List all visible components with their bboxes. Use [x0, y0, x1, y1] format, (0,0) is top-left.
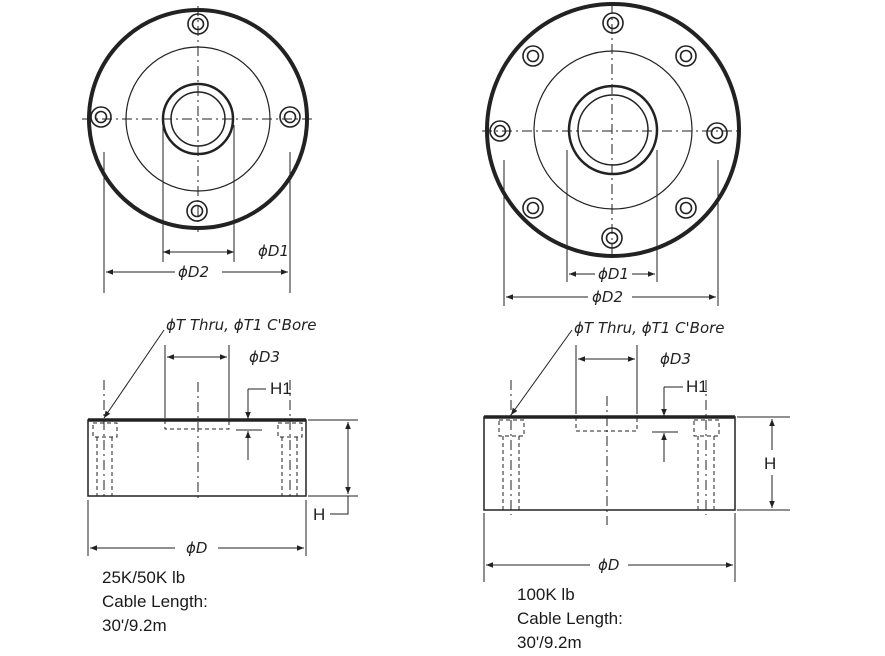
left-d1-dimension [162, 125, 235, 262]
left-body-outline [87, 419, 307, 497]
right-counterbores [498, 417, 720, 510]
right-model-text: 100K lb [517, 585, 575, 604]
right-h-label: H [764, 454, 776, 473]
right-side-centerlines [510, 380, 707, 525]
left-top-view [82, 6, 316, 293]
right-caption: 100K lb Cable Length: 30'/9.2m [517, 583, 623, 655]
left-model-text: 25K/50K lb [102, 568, 186, 587]
left-d2-dimension [103, 152, 291, 293]
right-cable-label: Cable Length: [517, 609, 623, 628]
left-h-dimension [308, 419, 358, 515]
left-centerlines [82, 6, 316, 232]
left-counterbores [92, 420, 303, 496]
right-d2-label: ϕD2 [592, 288, 623, 306]
right-centerlines [482, 4, 740, 256]
right-d-label: ϕD [598, 556, 619, 574]
right-bolt-holes [489, 12, 728, 249]
right-thru-label: ϕT Thru, ϕT1 C'Bore [574, 319, 725, 337]
right-body-outline [483, 416, 736, 511]
left-caption: 25K/50K lb Cable Length: 30'/9.2m [102, 566, 208, 638]
right-outer-circle [485, 2, 741, 258]
left-side-centerlines [103, 380, 291, 500]
right-h1-dimension [652, 386, 683, 462]
right-hub-outer [567, 84, 659, 176]
left-bolt-holes [90, 13, 301, 222]
right-cable-value: 30'/9.2m [517, 633, 582, 652]
right-thru-leader [510, 329, 573, 416]
right-d-dimension [483, 513, 736, 582]
right-d1-label: ϕD1 [598, 265, 629, 283]
left-side-view [87, 329, 358, 556]
right-h-dimension [737, 416, 790, 511]
left-d-label: ϕD [186, 539, 207, 557]
right-bolt-circle [533, 50, 693, 210]
right-side-view [483, 329, 790, 582]
left-cable-value: 30'/9.2m [102, 616, 167, 635]
left-d-dimension [87, 500, 307, 556]
left-h1-label: H1 [270, 379, 292, 398]
right-d2-dimension [503, 160, 719, 306]
left-h-label: H [313, 505, 325, 524]
left-d3-label: ϕD3 [249, 348, 280, 366]
right-h1-label: H1 [686, 377, 708, 396]
left-thru-label: ϕT Thru, ϕT1 C'Bore [166, 316, 317, 334]
right-top-view [482, 2, 741, 306]
left-d3-dimension [164, 345, 230, 418]
left-h1-dimension [236, 388, 266, 460]
left-cable-label: Cable Length: [102, 592, 208, 611]
left-thru-leader [103, 329, 165, 419]
left-d2-label: ϕD2 [178, 263, 209, 281]
left-d1-label: ϕD1 [258, 242, 289, 260]
right-d1-dimension [566, 150, 658, 282]
right-hub-inner [577, 94, 649, 166]
right-d3-label: ϕD3 [660, 350, 691, 368]
right-d3-dimension [575, 345, 638, 414]
